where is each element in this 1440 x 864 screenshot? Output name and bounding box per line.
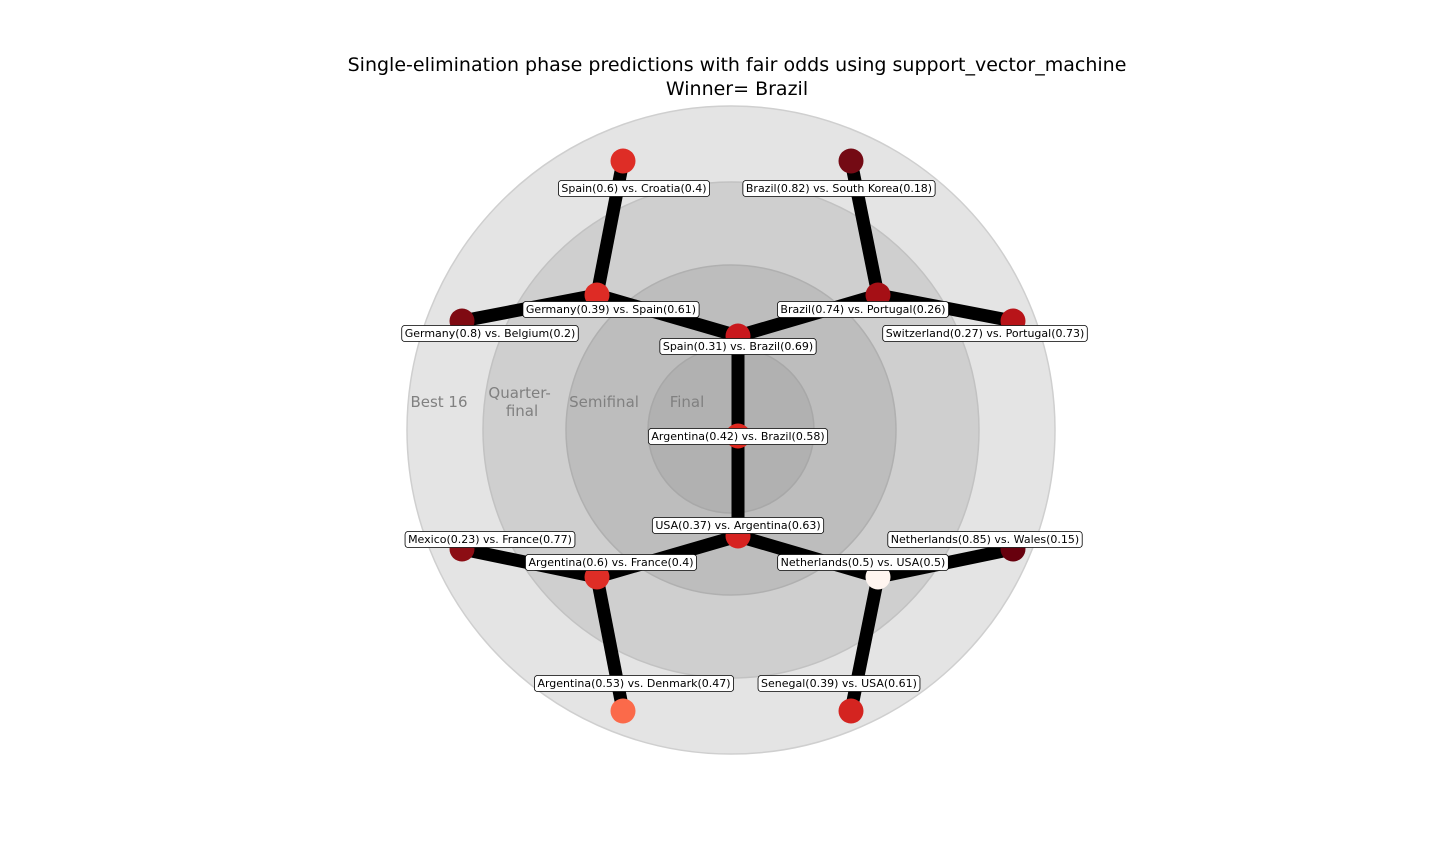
match-label-r16-d: Switzerland(0.27) vs. Portugal(0.73): [882, 325, 1088, 342]
match-label-r16-c: Brazil(0.82) vs. South Korea(0.18): [742, 180, 936, 197]
match-label-box: [882, 325, 1088, 342]
match-label-box: [777, 301, 949, 318]
match-label-r16-f: Argentina(0.53) vs. Denmark(0.47): [534, 675, 734, 692]
match-label-text: Netherlands(0.85) vs. Wales(0.15): [891, 533, 1079, 546]
chart-title: Single-elimination phase predictions wit…: [348, 54, 1127, 76]
match-label-qf-bottom-right: Netherlands(0.5) vs. USA(0.5): [777, 554, 949, 571]
match-label-box: [651, 517, 825, 534]
match-label-r16-g: Netherlands(0.85) vs. Wales(0.15): [887, 531, 1083, 548]
match-label-r16-e: Mexico(0.23) vs. France(0.77): [404, 531, 576, 548]
match-label-qf-top-right: Brazil(0.74) vs. Portugal(0.26): [777, 301, 949, 318]
ring-label-final: Final: [670, 393, 705, 411]
match-label-text: Argentina(0.53) vs. Denmark(0.47): [537, 677, 730, 690]
match-label-semi-bottom: USA(0.37) vs. Argentina(0.63): [651, 517, 825, 534]
match-label-text: Netherlands(0.5) vs. USA(0.5): [781, 556, 946, 569]
match-label-r16-a: Spain(0.6) vs. Croatia(0.4): [558, 180, 710, 197]
match-labels: Argentina(0.42) vs. Brazil(0.58) Spain(0.…: [401, 180, 1088, 692]
ring-label-quarterfinal: Quarter- final: [488, 384, 555, 420]
match-label-text: Brazil(0.82) vs. South Korea(0.18): [746, 182, 932, 195]
match-label-qf-bottom-left: Argentina(0.6) vs. France(0.4): [525, 554, 697, 571]
chart-subtitle: Winner= Brazil: [666, 78, 808, 100]
ring-label-semifinal: Semifinal: [569, 393, 639, 411]
match-label-text: Senegal(0.39) vs. USA(0.61): [761, 677, 917, 690]
match-node-r16-a: [610, 148, 636, 174]
match-label-box: [777, 554, 949, 571]
match-label-box: [404, 531, 576, 548]
match-label-r16-h: Senegal(0.39) vs. USA(0.61): [757, 675, 921, 692]
match-label-box: [659, 338, 817, 355]
match-label-final: Argentina(0.42) vs. Brazil(0.58): [647, 428, 829, 445]
match-label-text: Brazil(0.74) vs. Portugal(0.26): [780, 303, 945, 316]
match-label-semi-top: Spain(0.31) vs. Brazil(0.69): [659, 338, 817, 355]
match-label-r16-b: Germany(0.8) vs. Belgium(0.2): [401, 325, 579, 342]
match-label-box: [525, 554, 697, 571]
ring-label-best16: Best 16: [410, 393, 467, 411]
match-label-box: [558, 180, 710, 197]
match-label-box: [522, 301, 700, 318]
match-label-text: Spain(0.31) vs. Brazil(0.69): [663, 340, 813, 353]
match-label-text: Switzerland(0.27) vs. Portugal(0.73): [886, 327, 1085, 340]
match-label-box: [647, 428, 829, 445]
match-node-r16-c: [838, 148, 864, 174]
match-label-text: Argentina(0.42) vs. Brazil(0.58): [651, 430, 824, 443]
match-label-text: Argentina(0.6) vs. France(0.4): [528, 556, 693, 569]
match-label-text: Spain(0.6) vs. Croatia(0.4): [561, 182, 706, 195]
match-label-box: [742, 180, 936, 197]
match-label-text: Germany(0.8) vs. Belgium(0.2): [405, 327, 576, 340]
match-label-text: Mexico(0.23) vs. France(0.77): [408, 533, 572, 546]
match-label-box: [887, 531, 1083, 548]
match-label-text: Germany(0.39) vs. Spain(0.61): [526, 303, 696, 316]
match-node-r16-h: [838, 698, 864, 724]
match-node-r16-f: [610, 698, 636, 724]
match-label-text: USA(0.37) vs. Argentina(0.63): [655, 519, 820, 532]
match-label-qf-top-left: Germany(0.39) vs. Spain(0.61): [522, 301, 700, 318]
match-label-box: [401, 325, 579, 342]
match-label-box: [757, 675, 921, 692]
match-label-box: [534, 675, 734, 692]
